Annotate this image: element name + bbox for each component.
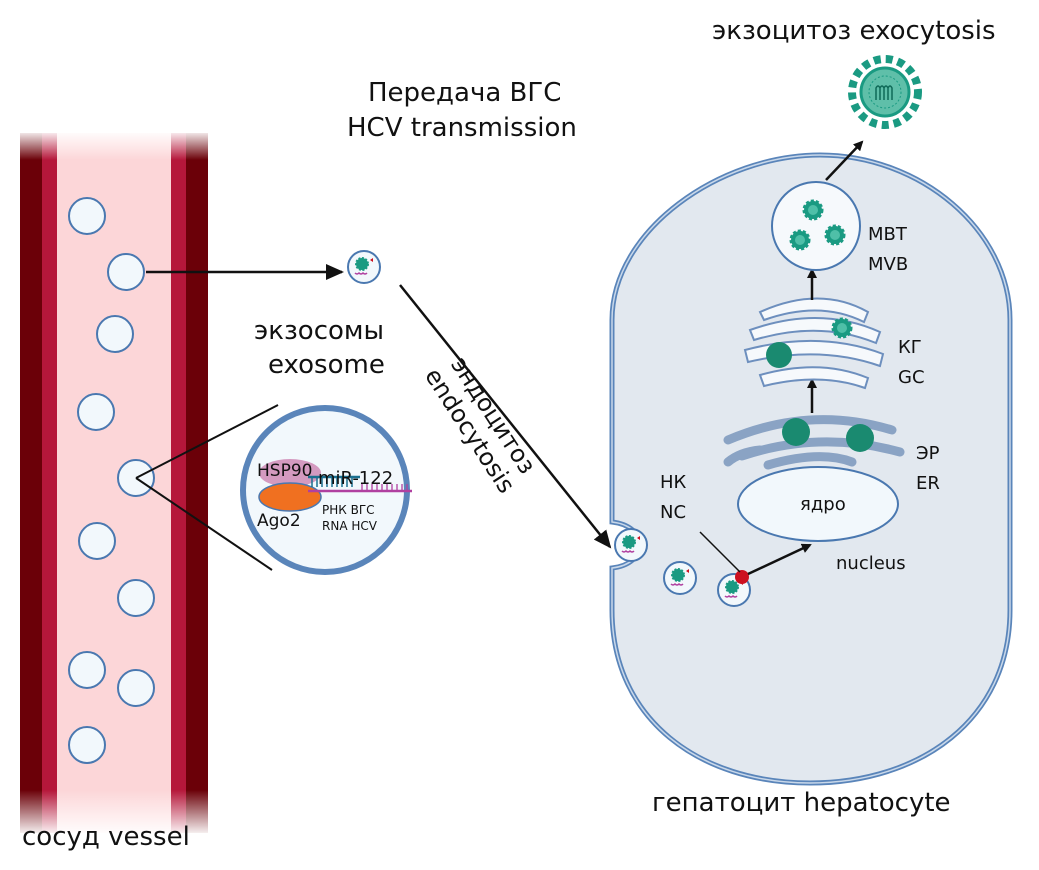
endoplasmic-reticulum xyxy=(723,415,905,470)
exosome-particle xyxy=(107,253,145,291)
exocytosis-label: экзоцитоз exocytosis xyxy=(712,16,996,46)
nucleocapsid-dot xyxy=(735,570,749,584)
exosome-label-en: exosome xyxy=(268,350,385,380)
rna-label-ru: РНК ВГС xyxy=(322,503,375,517)
exosome-particle xyxy=(68,651,106,689)
ago2-shape xyxy=(258,482,322,512)
hsp90-shape xyxy=(259,459,321,487)
vessel-exosomes xyxy=(68,197,155,764)
title-en: HCV transmission xyxy=(347,113,577,143)
arrow-endocytosis xyxy=(399,284,612,549)
exosome-label-ru: экзосомы xyxy=(254,316,385,346)
title-ru: Передача ВГС xyxy=(368,78,562,108)
exosome-particle xyxy=(78,522,116,560)
mir122-label: miR-122 xyxy=(318,468,394,489)
ago2-label: Ago2 xyxy=(257,511,301,531)
exosome-particle xyxy=(96,315,134,353)
exosome-particle xyxy=(117,669,155,707)
exosome-particle xyxy=(77,393,115,431)
endocytic-vesicle xyxy=(614,528,648,562)
vessel xyxy=(18,130,212,836)
multivesicular-body xyxy=(771,181,861,271)
hsp90-label: HSP90 xyxy=(257,461,313,481)
hepatocyte-label: гепатоцит hepatocyte xyxy=(652,788,951,818)
mvb-label-ru: МВТ xyxy=(868,224,907,245)
vessel-label: сосуд vessel xyxy=(22,822,190,852)
arrow-to-nucleus xyxy=(747,543,812,576)
exosome-particle xyxy=(68,726,106,764)
rna-label-en: RNA HCV xyxy=(322,519,377,533)
er-label-ru: ЭР xyxy=(916,443,940,464)
golgi-label-en: GC xyxy=(898,367,925,388)
exocytosed-virion xyxy=(848,55,922,129)
mvb-label-en: MVB xyxy=(868,254,909,275)
nucleus xyxy=(737,466,899,542)
golgi-label-ru: КГ xyxy=(898,337,922,358)
nc-label-ru: НК xyxy=(660,472,687,493)
nucleus-label-ru: ядро xyxy=(800,494,846,515)
er-label-en: ER xyxy=(916,473,940,494)
nc-label-en: NC xyxy=(660,502,687,523)
exosome-particle xyxy=(68,197,106,235)
nucleus-label-en: nucleus xyxy=(836,553,906,574)
exosome-with-hcv xyxy=(347,250,381,284)
exosome-particle xyxy=(117,579,155,617)
endosome-vesicle xyxy=(663,561,697,595)
exosome-detail xyxy=(240,405,412,575)
